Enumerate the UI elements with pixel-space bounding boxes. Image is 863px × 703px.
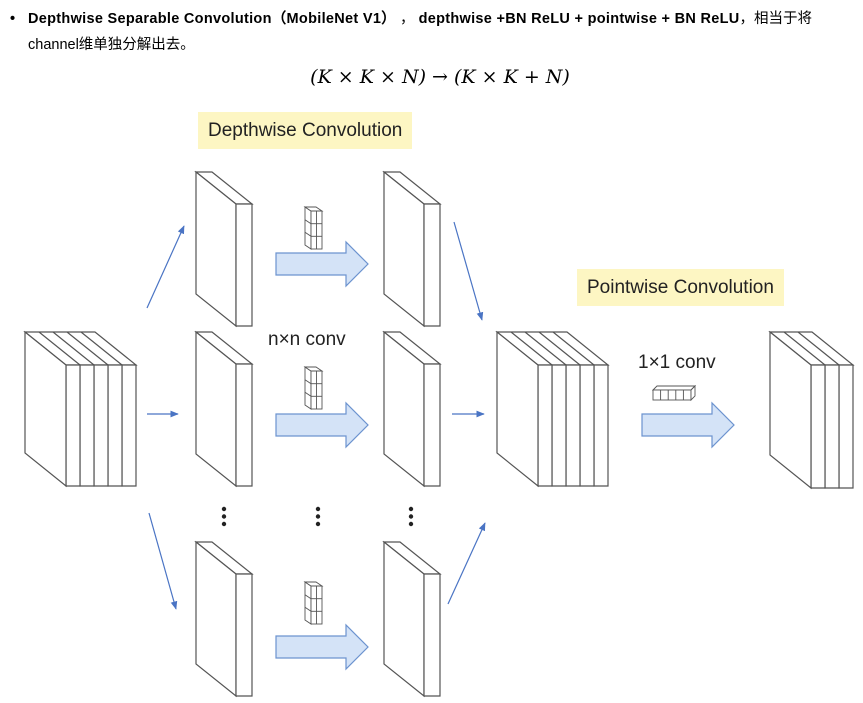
merge-arrows [447,221,486,605]
pointwise-label: Pointwise Convolution [577,269,784,306]
title-bold: Depthwise Separable Convolution（MobileNe… [28,11,396,27]
nxn-conv-label: n×n conv [268,329,346,350]
block-arrow-icon [275,401,369,449]
output-channel-slice-top [382,170,442,328]
input-feature-stack [23,330,138,488]
vertical-ellipsis-icon [315,506,321,527]
kernel-grid-icon [303,206,324,250]
vertical-ellipsis-icon [221,506,227,527]
vertical-ellipsis-icon [408,506,414,527]
pointwise-kernel-icon [651,384,697,402]
input-channel-slice-middle [194,330,254,488]
kernel-grid-icon [303,366,324,410]
formula-bold: depthwise +BN ReLU + pointwise + BN ReLU [418,11,740,27]
depthwise-block-arrows [275,240,369,671]
pointwise-output-stack [768,330,855,490]
description: 相当于将channel维单独分解出去。 [28,11,813,53]
ellipsis-dots [221,506,414,527]
bullet-dot: • [10,11,16,27]
output-channel-slice-bottom [382,540,442,698]
pointwise-block-arrow-icon [641,401,735,449]
kernel-grid-icon [303,581,324,625]
split-arrows [146,225,185,610]
separator-1: ， [396,11,419,27]
input-channel-slice-top [194,170,254,328]
one-by-one-conv-label: 1×1 conv [638,352,716,373]
output-channel-slice-middle [382,330,442,488]
kernel-icons [303,206,324,625]
input-channel-slice-bottom [194,540,254,698]
output-channel-slices [382,170,442,698]
complexity-formula: (K × K × N) → (K × K + N) [310,66,570,88]
depthwise-label: Depthwise Convolution [198,112,413,149]
depthwise-output-stack [495,330,610,488]
separator-2: ， [739,11,755,27]
block-arrow-icon [275,240,369,288]
bullet-text: Depthwise Separable Convolution（MobileNe… [28,6,850,58]
input-channel-slices [194,170,254,698]
block-arrow-icon [275,623,369,671]
